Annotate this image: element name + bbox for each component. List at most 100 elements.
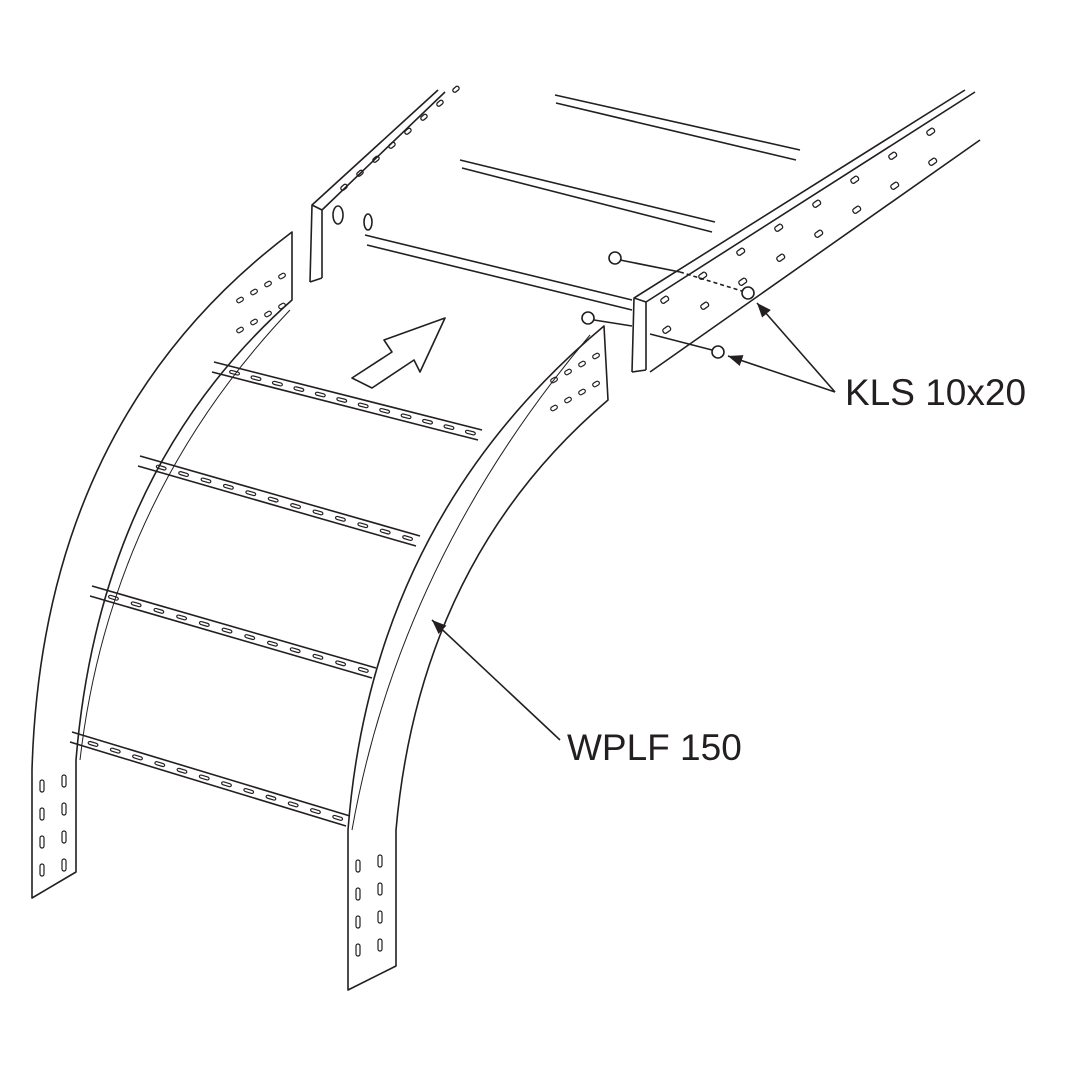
slot xyxy=(355,887,361,901)
slot xyxy=(452,85,460,93)
slot xyxy=(334,515,346,522)
slot xyxy=(852,205,862,214)
slot xyxy=(928,157,938,166)
slot xyxy=(229,369,241,376)
slot xyxy=(379,407,391,414)
slot xyxy=(357,522,369,529)
bend-label: WPLF 150 xyxy=(567,727,742,768)
slot xyxy=(814,229,824,238)
slot xyxy=(377,938,383,952)
slot xyxy=(236,296,244,304)
side-slots xyxy=(340,85,938,334)
slot xyxy=(264,280,272,288)
slot xyxy=(39,835,45,849)
slot xyxy=(812,199,822,208)
slot xyxy=(404,127,412,135)
slot xyxy=(776,253,786,262)
slot xyxy=(198,621,210,627)
slot xyxy=(293,386,305,392)
slot xyxy=(698,271,708,280)
slot xyxy=(200,477,212,484)
leader-line xyxy=(756,302,836,393)
nut-icon xyxy=(649,271,755,359)
slot xyxy=(355,943,361,957)
slot xyxy=(355,915,361,929)
slot xyxy=(850,175,860,184)
slot xyxy=(388,141,396,149)
slot xyxy=(738,277,748,286)
slot xyxy=(312,509,324,516)
slot xyxy=(245,490,257,497)
slot xyxy=(700,301,710,310)
slot xyxy=(377,910,383,924)
slot xyxy=(290,503,302,509)
slot xyxy=(443,424,455,431)
slot xyxy=(550,376,558,384)
slot xyxy=(356,169,364,177)
slot xyxy=(107,594,119,601)
slot xyxy=(155,464,167,471)
slot xyxy=(774,223,784,232)
slot xyxy=(132,754,143,761)
slot xyxy=(61,774,67,788)
slot xyxy=(221,627,233,634)
slot xyxy=(888,151,898,160)
slot xyxy=(422,418,433,425)
slot xyxy=(221,781,232,788)
slot xyxy=(926,127,936,136)
slot xyxy=(420,113,428,121)
slot xyxy=(736,247,746,256)
leader-line xyxy=(431,619,561,741)
slot xyxy=(592,352,600,360)
slot xyxy=(39,807,45,821)
slot xyxy=(335,660,347,667)
slot xyxy=(153,607,165,614)
slot xyxy=(39,863,45,877)
fastener-label: KLS 10x20 xyxy=(845,372,1027,413)
slot xyxy=(592,380,600,388)
slot xyxy=(61,830,67,844)
slot xyxy=(379,528,391,535)
direction-arrow-icon xyxy=(351,317,446,389)
slot xyxy=(332,814,344,821)
slot xyxy=(660,295,670,304)
slot xyxy=(198,774,210,781)
slot xyxy=(377,854,383,868)
slot xyxy=(109,747,121,754)
slot xyxy=(176,614,188,621)
slot xyxy=(250,288,258,296)
slot xyxy=(176,767,188,774)
slot xyxy=(178,471,190,477)
slot xyxy=(312,653,324,660)
slot xyxy=(222,483,234,490)
slot xyxy=(265,794,277,801)
slot xyxy=(890,181,900,190)
slot xyxy=(243,787,255,794)
straight-ladder-section xyxy=(309,85,981,373)
slot xyxy=(87,740,99,747)
straight-rungs xyxy=(364,94,801,311)
slot xyxy=(340,183,348,191)
slot xyxy=(564,396,572,404)
slot xyxy=(39,779,45,793)
slot xyxy=(278,302,286,310)
slot xyxy=(267,640,278,647)
slot xyxy=(662,325,672,334)
slot xyxy=(278,272,286,280)
leader-line xyxy=(727,355,836,393)
slot xyxy=(314,391,326,398)
slot xyxy=(550,404,558,412)
slot xyxy=(287,801,299,808)
slot xyxy=(289,647,301,654)
slot xyxy=(357,402,369,409)
slot xyxy=(564,368,572,376)
slot xyxy=(377,882,383,896)
slot xyxy=(264,310,272,318)
slot xyxy=(250,318,258,326)
slot xyxy=(464,429,476,436)
bend-rungs xyxy=(69,361,483,827)
slot xyxy=(436,99,444,107)
slot xyxy=(61,802,67,816)
